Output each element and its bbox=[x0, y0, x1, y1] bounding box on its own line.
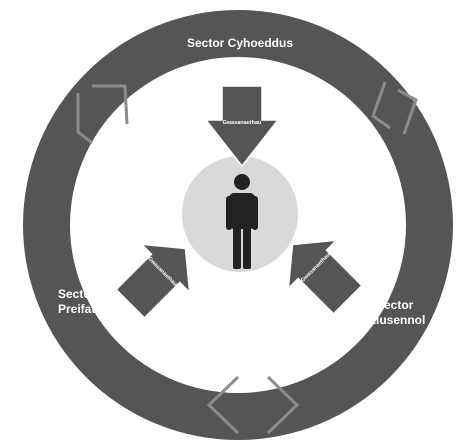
bracket-icon bbox=[76, 84, 129, 145]
chevron-left-icon bbox=[206, 375, 240, 435]
sector-left-label-2: Preifat bbox=[58, 302, 95, 316]
chevron-right-icon bbox=[266, 375, 300, 435]
arrow-top: Gwasanaethau bbox=[204, 85, 280, 168]
arrow-top-label: Gwasanaethau bbox=[223, 120, 262, 126]
bracket-icon bbox=[371, 81, 418, 135]
sector-left-label-1: Sector bbox=[58, 287, 96, 301]
sector-right-label-1: Sector bbox=[376, 298, 414, 312]
sector-right-label-2: Elusennol bbox=[368, 313, 425, 327]
arrow-right: Gwasanaethau bbox=[287, 239, 363, 315]
person-icon bbox=[226, 174, 258, 269]
arrow-left: Gwasanaethau bbox=[115, 243, 191, 319]
sector-top-label: Sector Cyhoeddus bbox=[187, 36, 293, 50]
